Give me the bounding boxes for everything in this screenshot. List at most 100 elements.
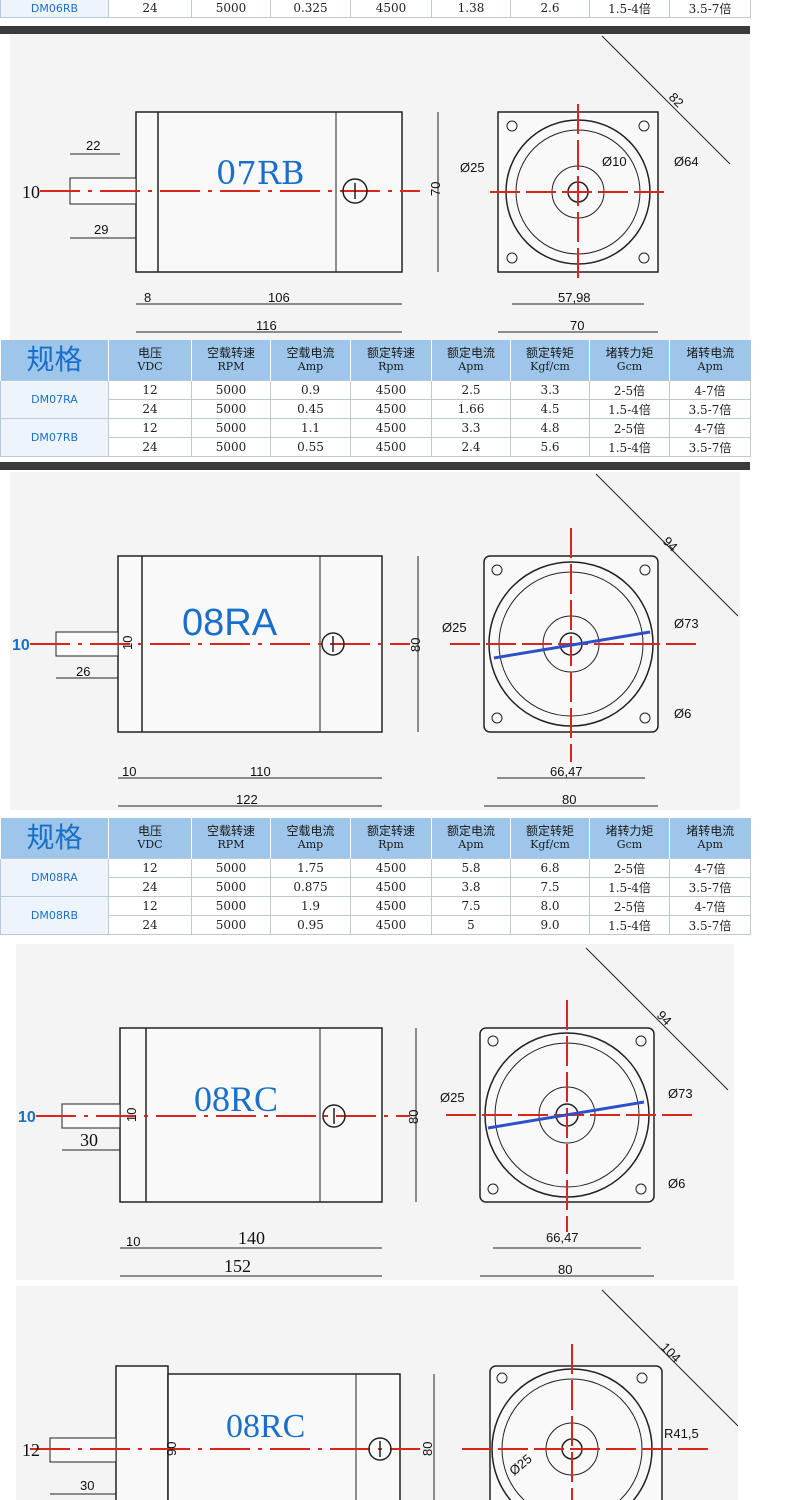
table-cell: 12: [108, 896, 192, 916]
dim-label: 66,47: [550, 764, 583, 779]
dim-label: 82: [666, 90, 687, 111]
table-row: DM07RA 12 5000 0.9 4500 2.5 3.3 2-5倍 4-7…: [0, 380, 751, 419]
table-cell: 24: [108, 437, 192, 457]
dim-label: 70: [428, 182, 443, 196]
table-cell: 1.75: [270, 858, 351, 878]
dim-label: 80: [562, 792, 576, 807]
model-name: DM06RB: [0, 0, 109, 18]
dim-label: 10: [124, 1108, 139, 1122]
table-cell: 3.5-7倍: [669, 877, 751, 897]
table-cell: 4500: [350, 380, 432, 400]
table-cell: 1.5-4倍: [589, 437, 670, 457]
table-cell: 5000: [191, 437, 271, 457]
drawing-08rc-2: 12 30 90 80 104 R41,5 Ø25 08RC: [16, 1286, 738, 1500]
table-cell: 4.8: [510, 418, 590, 438]
motor-model-title: 08RC: [194, 1079, 279, 1119]
table-cell: 3.3: [431, 418, 511, 438]
dim-label: 8: [144, 290, 151, 305]
table-row: 24 5000 0.95 4500 5 9.0 1.5-4倍 3.5-7倍: [1, 915, 751, 935]
dim-label: Ø25: [460, 160, 485, 175]
table-cell: 2.5: [431, 380, 511, 400]
drawing-07rb: 22 29 10 8 106 116 70 82 Ø25 Ø10 Ø64 57,…: [10, 34, 750, 340]
model-name: DM07RB: [0, 418, 109, 457]
table-cell: 4500: [350, 915, 432, 935]
dim-label: 10: [120, 636, 135, 650]
motor-drawing-svg: 10 10 26 10 110 122 80 94 Ø25 Ø73 Ø6 66,…: [12, 473, 739, 807]
dim-label: 94: [654, 1008, 675, 1029]
table-cell: 3.5-7倍: [669, 0, 751, 18]
dim-label: 90: [164, 1442, 179, 1456]
dim-label: 10: [22, 182, 40, 202]
dim-label: 30: [80, 1478, 94, 1493]
table-cell: 1.5-4倍: [589, 877, 670, 897]
motor-drawing-svg: 10 10 30 10 140 152 80 94 Ø25 Ø73 Ø6 66,…: [18, 947, 729, 1277]
table-cell: 2.4: [431, 437, 511, 457]
dim-label: Ø64: [674, 154, 699, 169]
dim-label: 140: [238, 1228, 265, 1248]
table-cell: 0.45: [270, 399, 351, 419]
table-cell: 5000: [191, 915, 271, 935]
table-cell: 4-7倍: [669, 858, 751, 878]
table-row: 24 5000 0.875 4500 3.8 7.5 1.5-4倍 3.5-7倍: [1, 877, 751, 897]
table-cell: 1.5-4倍: [589, 399, 670, 419]
spec-header: 规格: [0, 340, 109, 381]
table-cell: 3.8: [431, 877, 511, 897]
table-cell: 4-7倍: [669, 380, 751, 400]
dim-label: 110: [250, 764, 271, 779]
table-cell: 5000: [191, 0, 271, 18]
section-divider: [0, 26, 750, 34]
table-cell: 5000: [191, 418, 271, 438]
table-cell: 12: [108, 380, 192, 400]
dim-label: 10: [18, 1109, 36, 1126]
dim-label: Ø25: [440, 1090, 465, 1105]
table-row: 24 5000 0.45 4500 1.66 4.5 1.5-4倍 3.5-7倍: [1, 399, 751, 419]
motor-model-title: 07RB: [216, 154, 305, 192]
table-row: DM08RB 12 5000 1.9 4500 7.5 8.0 2-5倍 4-7…: [0, 896, 751, 935]
table-cell: 3.5-7倍: [669, 915, 751, 935]
table-cell: 4500: [350, 399, 432, 419]
table-cell: 24: [108, 0, 192, 18]
table-cell: 4500: [350, 418, 432, 438]
model-name: DM08RB: [0, 896, 109, 935]
table-cell: 1.5-4倍: [589, 915, 670, 935]
table-cell: 1.66: [431, 399, 511, 419]
drawing-08ra: 10 10 26 10 110 122 80 94 Ø25 Ø73 Ø6 66,…: [10, 472, 740, 810]
table-cell: 2-5倍: [589, 418, 670, 438]
table-cell: 0.55: [270, 437, 351, 457]
dim-label: 57,98: [558, 290, 591, 305]
table-cell: 4-7倍: [669, 896, 751, 916]
table-cell: 6.8: [510, 858, 590, 878]
table-cell: 5: [431, 915, 511, 935]
table-cell: 4500: [350, 0, 432, 18]
table-cell: 12: [108, 418, 192, 438]
table-cell: 5.8: [431, 858, 511, 878]
table-cell: 2-5倍: [589, 858, 670, 878]
table-cell: 5.6: [510, 437, 590, 457]
table-cell: 12: [108, 858, 192, 878]
table-cell: 0.9: [270, 380, 351, 400]
dim-label: 122: [236, 792, 258, 807]
section-divider: [0, 462, 750, 470]
dim-label: 152: [224, 1256, 251, 1276]
dim-label: 22: [86, 138, 100, 153]
table-cell: 9.0: [510, 915, 590, 935]
table-cell: 1.1: [270, 418, 351, 438]
table-cell: 1.5-4倍: [589, 0, 670, 18]
motor-drawing-svg: 12 30 90 80 104 R41,5 Ø25: [22, 1289, 738, 1500]
dim-label: 29: [94, 222, 108, 237]
dim-label: 80: [558, 1262, 572, 1277]
model-name: DM08RA: [0, 858, 109, 897]
table-cell: 2-5倍: [589, 380, 670, 400]
dim-label: Ø10: [602, 154, 627, 169]
table-cell: 8.0: [510, 896, 590, 916]
